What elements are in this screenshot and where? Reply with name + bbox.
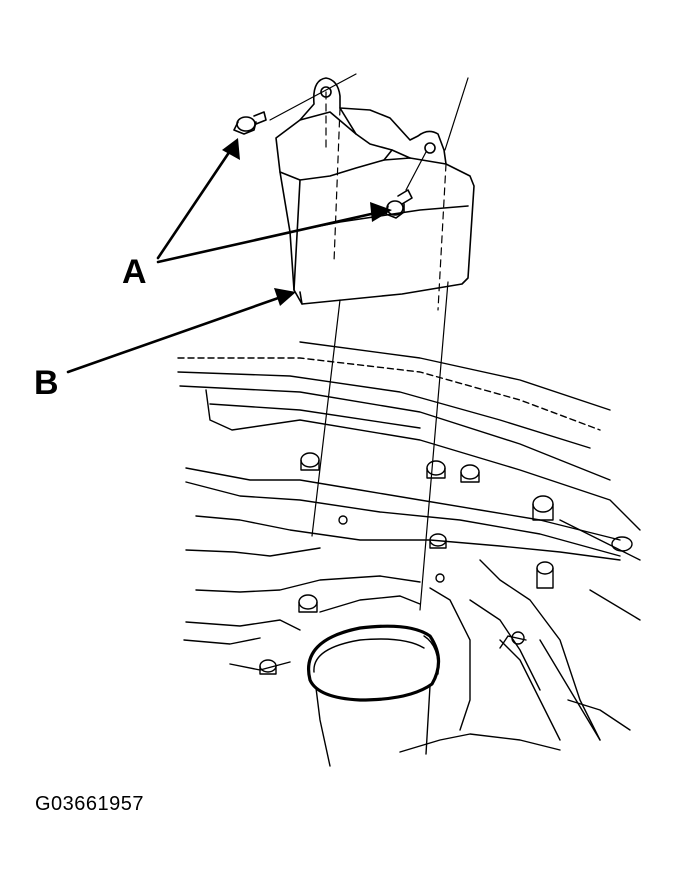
bolt-lower <box>385 189 413 219</box>
bolt-upper <box>233 111 267 135</box>
projection-lines <box>269 73 469 611</box>
callout-arrows <box>66 146 382 374</box>
callout-label-b: B <box>34 364 59 402</box>
alignment-lines <box>325 91 447 311</box>
figure-id: G03661957 <box>35 793 145 815</box>
callout-label-a: A <box>122 253 147 291</box>
arrow-heads <box>222 138 392 306</box>
engine-compartment <box>177 341 641 767</box>
